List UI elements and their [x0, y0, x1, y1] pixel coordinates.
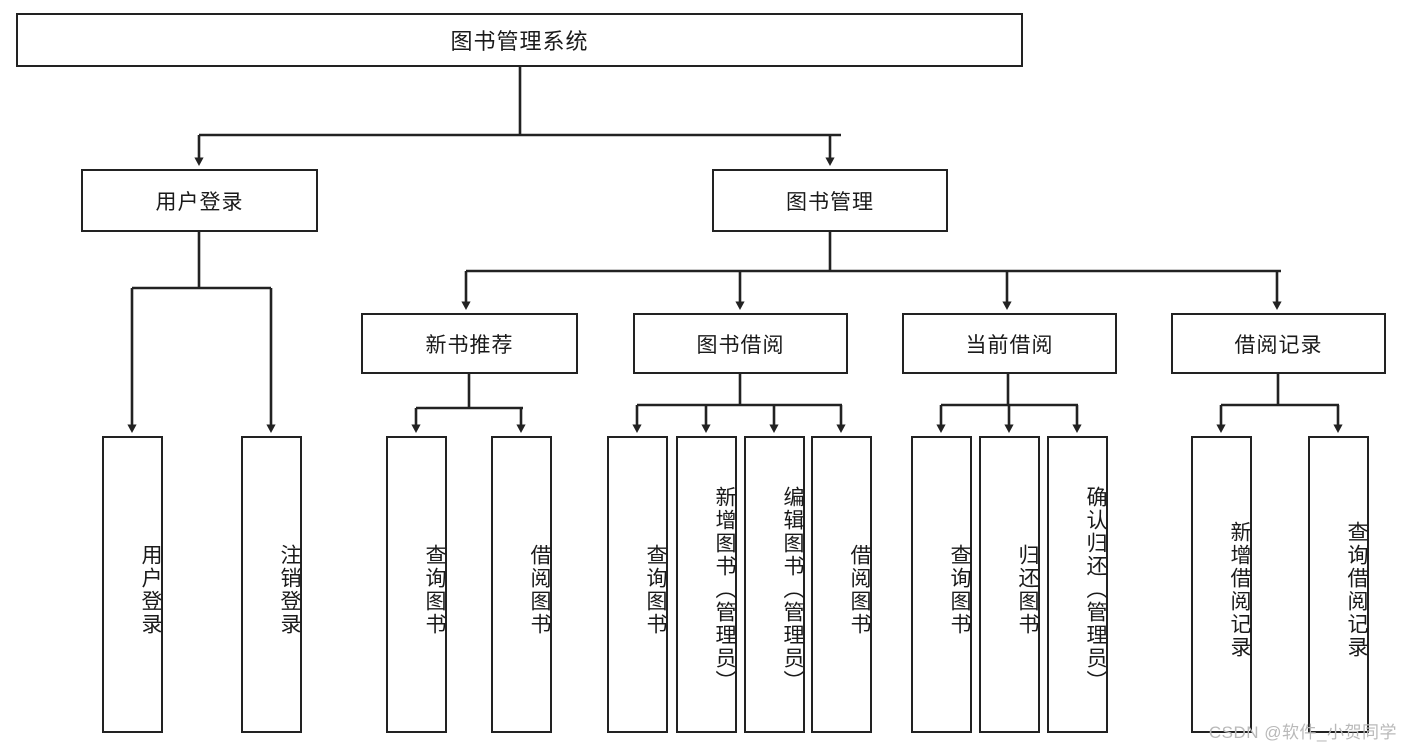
- leaf-logout-label: 注销登录: [278, 543, 301, 636]
- leaf-query-book-3-label: 查询图书: [948, 543, 971, 636]
- node-borrow-record-label: 借阅记录: [1234, 333, 1323, 357]
- node-new-book-recommend-label: 新书推荐: [425, 333, 514, 357]
- leaf-query-book-2[interactable]: 查询图书: [607, 436, 668, 733]
- leaf-borrow-book-2[interactable]: 借阅图书: [811, 436, 872, 733]
- leaf-query-record[interactable]: 查询借阅记录: [1308, 436, 1369, 733]
- leaf-query-book-1-label: 查询图书: [423, 543, 446, 636]
- node-current-borrow-label: 当前借阅: [965, 333, 1054, 357]
- node-current-borrow[interactable]: 当前借阅: [902, 313, 1117, 374]
- node-user-login[interactable]: 用户登录: [81, 169, 318, 232]
- leaf-return-book[interactable]: 归还图书: [979, 436, 1040, 733]
- leaf-query-record-label: 查询借阅记录: [1345, 520, 1368, 659]
- leaf-add-book-label: 新增图书（管理员）: [713, 486, 736, 693]
- leaf-confirm-return-label: 确认归还（管理员）: [1084, 486, 1107, 693]
- leaf-query-book-1[interactable]: 查询图书: [386, 436, 447, 733]
- node-borrow-record[interactable]: 借阅记录: [1171, 313, 1386, 374]
- leaf-add-record-label: 新增借阅记录: [1228, 520, 1251, 659]
- leaf-confirm-return[interactable]: 确认归还（管理员）: [1047, 436, 1108, 733]
- leaf-logout[interactable]: 注销登录: [241, 436, 302, 733]
- node-book-manage-label: 图书管理: [786, 190, 874, 214]
- leaf-borrow-book-1-label: 借阅图书: [528, 543, 551, 636]
- leaf-user-login-label: 用户登录: [139, 543, 162, 636]
- watermark: CSDN @软件_小贺同学: [1208, 723, 1397, 742]
- node-root-label: 图书管理系统: [450, 29, 589, 54]
- leaf-add-book[interactable]: 新增图书（管理员）: [676, 436, 737, 733]
- leaf-user-login[interactable]: 用户登录: [102, 436, 163, 733]
- node-book-manage[interactable]: 图书管理: [712, 169, 948, 232]
- leaf-query-book-2-label: 查询图书: [644, 543, 667, 636]
- leaf-query-book-3[interactable]: 查询图书: [911, 436, 972, 733]
- leaf-borrow-book-1[interactable]: 借阅图书: [491, 436, 552, 733]
- leaf-add-record[interactable]: 新增借阅记录: [1191, 436, 1252, 733]
- node-user-login-label: 用户登录: [155, 190, 244, 214]
- node-book-borrow[interactable]: 图书借阅: [633, 313, 848, 374]
- leaf-return-book-label: 归还图书: [1016, 543, 1039, 636]
- node-root[interactable]: 图书管理系统: [16, 13, 1023, 67]
- node-new-book-recommend[interactable]: 新书推荐: [361, 313, 578, 374]
- leaf-borrow-book-2-label: 借阅图书: [848, 543, 871, 636]
- leaf-edit-book[interactable]: 编辑图书（管理员）: [744, 436, 805, 733]
- node-book-borrow-label: 图书借阅: [696, 333, 785, 357]
- leaf-edit-book-label: 编辑图书（管理员）: [781, 486, 804, 693]
